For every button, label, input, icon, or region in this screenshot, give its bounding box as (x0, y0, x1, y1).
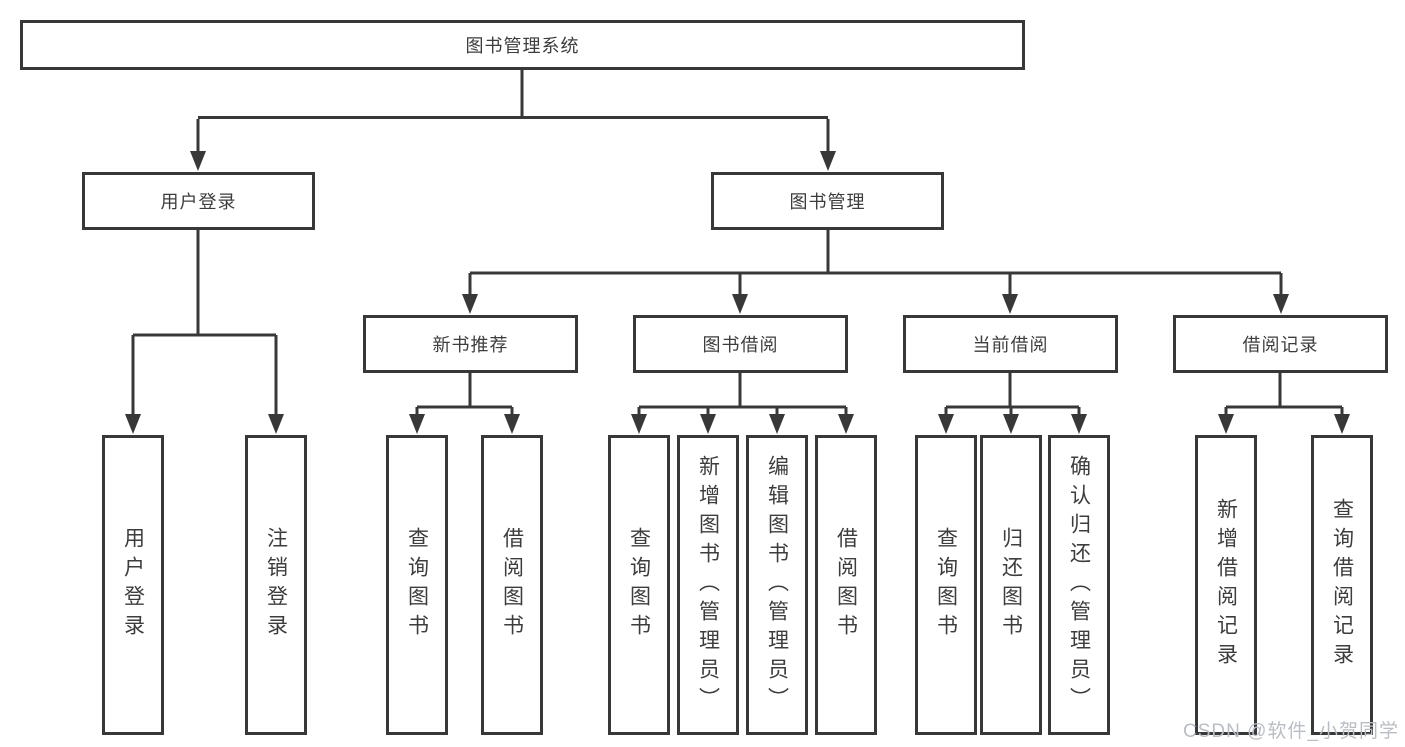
node-leaf-add-books-admin: 新增图书（管理员） (677, 435, 739, 735)
node-leaf-user-login: 用户登录 (102, 435, 164, 735)
node-leaf-edit-books-admin: 编辑图书（管理员） (746, 435, 808, 735)
node-root-system: 图书管理系统 (20, 20, 1025, 70)
node-leaf-query-books-3: 查询图书 (915, 435, 977, 735)
node-leaf-borrow-books-1: 借阅图书 (481, 435, 543, 735)
node-leaf-query-books-1: 查询图书 (386, 435, 448, 735)
node-leaf-borrow-books-2: 借阅图书 (815, 435, 877, 735)
node-new-book-recommend: 新书推荐 (363, 315, 578, 373)
node-book-borrowing: 图书借阅 (633, 315, 848, 373)
node-leaf-query-borrow-record: 查询借阅记录 (1311, 435, 1373, 735)
node-borrowing-records: 借阅记录 (1173, 315, 1388, 373)
node-current-borrowing: 当前借阅 (903, 315, 1118, 373)
node-book-management: 图书管理 (711, 172, 944, 230)
node-user-login: 用户登录 (82, 172, 315, 230)
node-leaf-add-borrow-record: 新增借阅记录 (1195, 435, 1257, 735)
node-leaf-query-books-2: 查询图书 (608, 435, 670, 735)
csdn-watermark: CSDN @软件_小贺同学 (1183, 721, 1399, 742)
node-leaf-logout: 注销登录 (245, 435, 307, 735)
node-leaf-return-books: 归还图书 (980, 435, 1042, 735)
node-leaf-confirm-return-admin: 确认归还（管理员） (1048, 435, 1110, 735)
